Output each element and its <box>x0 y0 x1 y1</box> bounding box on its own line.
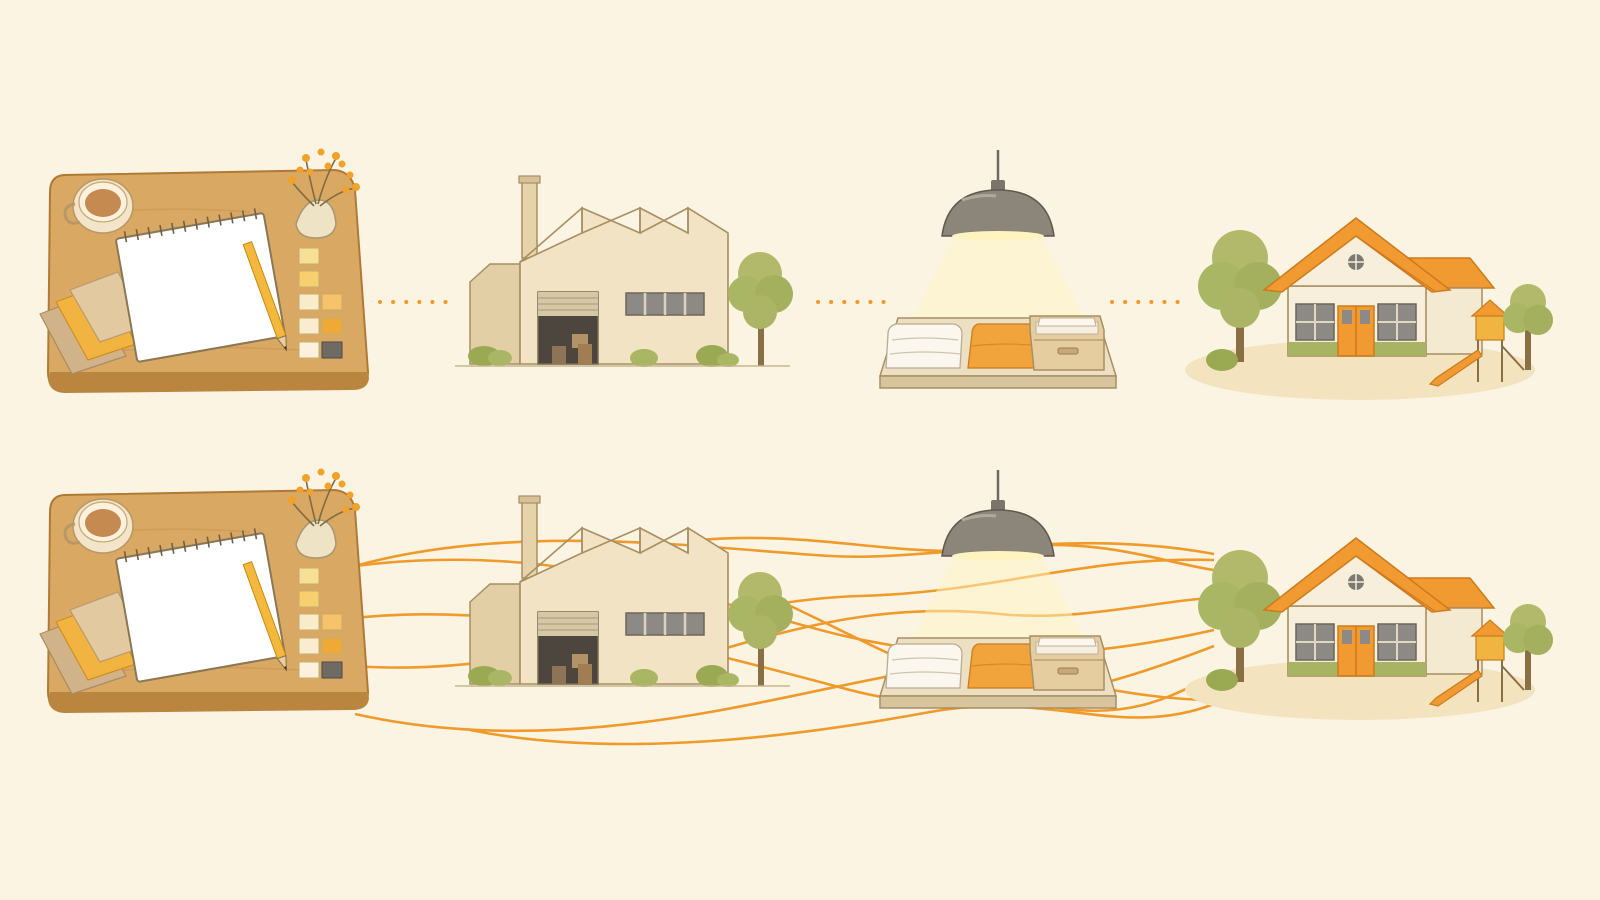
inspection-table-icon <box>878 468 1118 710</box>
inspection-table-icon <box>878 148 1118 390</box>
factory-icon <box>453 494 795 689</box>
row-linear <box>38 147 1554 401</box>
row-networked <box>38 467 1554 746</box>
school-building-icon <box>1184 217 1554 401</box>
design-desk-icon <box>38 467 371 715</box>
design-desk-icon <box>38 147 371 395</box>
factory-icon <box>453 174 795 369</box>
school-building-icon <box>1184 537 1554 721</box>
